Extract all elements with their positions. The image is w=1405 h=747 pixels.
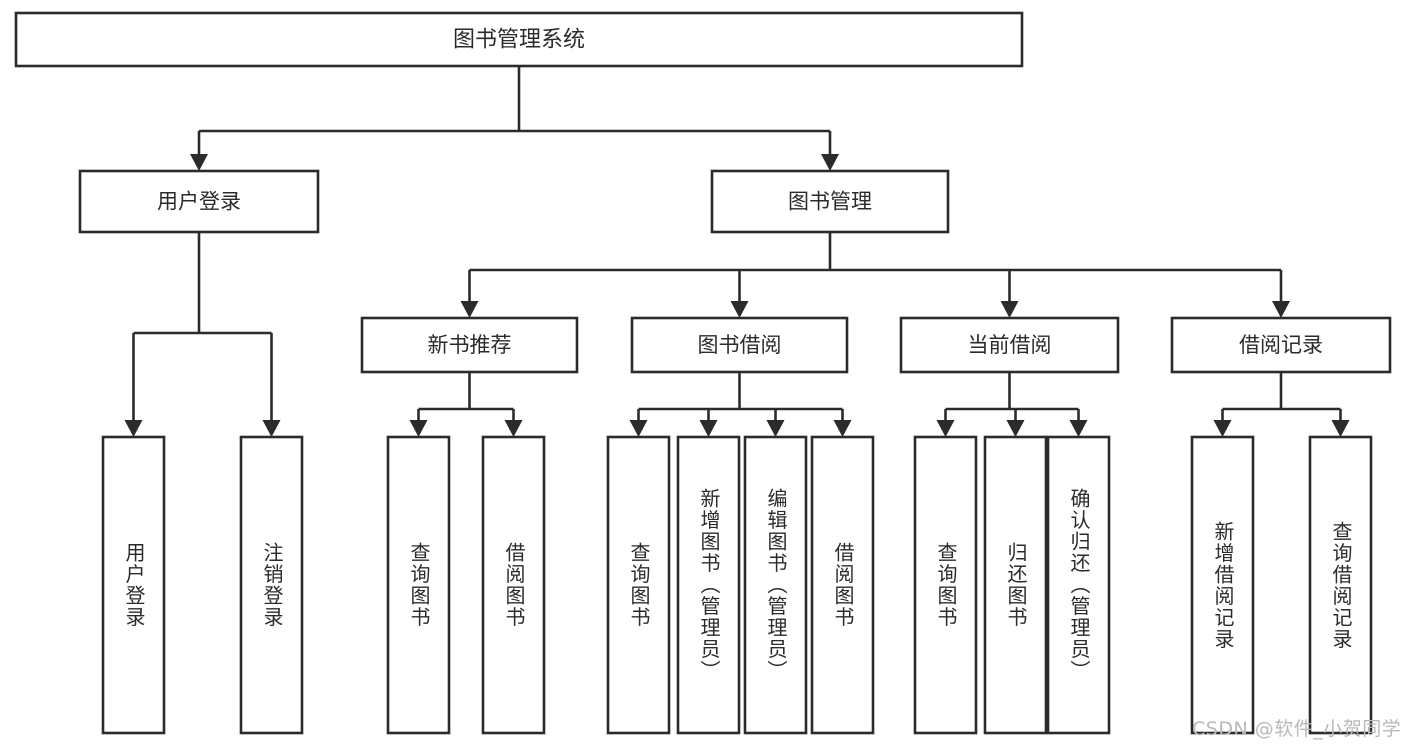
arrow-head [730,301,749,318]
connector-current-borrow-to-leaves [936,372,1088,437]
arrow-head [1331,420,1350,437]
node-box-leaf-borrow-book-2[interactable] [810,435,875,735]
node-leaf-query-book-1[interactable] [386,435,451,735]
node-box-leaf-user-login[interactable] [101,435,166,735]
watermark-credit: CSDN @软件_小贺同学 [1192,718,1402,740]
arrow-head [1213,420,1232,437]
arrow-head [936,420,955,437]
node-box-root[interactable] [14,11,1024,68]
node-label-new-book-recommend: 新书推荐 [428,333,512,357]
node-book-borrow[interactable]: 图书借阅 [630,316,849,374]
node-leaf-user-login[interactable] [101,435,166,735]
node-box-book-manage[interactable] [710,169,950,234]
arrow-head [504,420,523,437]
node-leaf-query-book-3[interactable] [913,435,978,735]
arrow-head [766,420,785,437]
node-leaf-borrow-book-2[interactable] [810,435,875,735]
node-new-book-recommend[interactable]: 新书推荐 [360,316,579,374]
node-label-borrow-record: 借阅记录 [1239,333,1323,357]
node-box-leaf-confirm-return[interactable] [1046,435,1111,735]
node-box-leaf-query-book-2[interactable] [606,435,671,735]
node-borrow-record[interactable]: 借阅记录 [1170,316,1392,374]
node-box-leaf-add-book[interactable] [676,435,741,735]
node-leaf-query-book-2[interactable] [606,435,671,735]
node-leaf-return-book[interactable] [983,435,1048,735]
node-box-new-book-recommend[interactable] [360,316,579,374]
node-box-leaf-add-borrow-record[interactable] [1190,435,1255,735]
arrow-head [1069,420,1088,437]
node-leaf-user-logout[interactable] [239,435,304,735]
node-label-book-manage: 图书管理 [788,190,872,214]
connector-new-book-recommend-to-leaves [409,372,523,437]
arrow-head [124,420,143,437]
connector-book-borrow-to-leaves [629,372,852,437]
node-root[interactable]: 图书管理系统 [14,11,1024,68]
edge-layer [124,66,1350,437]
connector-borrow-record-to-leaves [1213,372,1350,437]
arrow-head [262,420,281,437]
node-box-leaf-query-borrow-record[interactable] [1308,435,1373,735]
arrow-head [1000,301,1019,318]
node-leaf-confirm-return[interactable] [1046,435,1111,735]
arrow-head [833,420,852,437]
node-box-current-borrow[interactable] [899,316,1120,374]
node-box-leaf-borrow-book-1[interactable] [481,435,546,735]
node-user-login[interactable]: 用户登录 [78,169,320,234]
connector-user-login-to-leaves [124,232,281,437]
node-label-current-borrow: 当前借阅 [968,333,1052,357]
arrow-head [409,420,428,437]
arrow-head [190,154,208,171]
node-box-user-login[interactable] [78,169,320,234]
connector-root-to-level2 [190,66,839,171]
node-leaf-add-book[interactable] [676,435,741,735]
node-box-leaf-user-logout[interactable] [239,435,304,735]
node-leaf-edit-book[interactable] [743,435,808,735]
node-label-user-login: 用户登录 [157,190,241,214]
node-box-leaf-return-book[interactable] [983,435,1048,735]
node-box-leaf-query-book-1[interactable] [386,435,451,735]
node-label-root: 图书管理系统 [453,28,585,53]
node-box-leaf-query-book-3[interactable] [913,435,978,735]
node-current-borrow[interactable]: 当前借阅 [899,316,1120,374]
node-box-leaf-edit-book[interactable] [743,435,808,735]
arrow-head [1272,301,1290,318]
arrow-head [821,154,839,171]
node-leaf-borrow-book-1[interactable] [481,435,546,735]
node-book-manage[interactable]: 图书管理 [710,169,950,234]
node-leaf-add-borrow-record[interactable] [1190,435,1255,735]
node-leaf-query-borrow-record[interactable] [1308,435,1373,735]
node-box-borrow-record[interactable] [1170,316,1392,374]
node-label-book-borrow: 图书借阅 [698,333,782,357]
node-box-book-borrow[interactable] [630,316,849,374]
arrow-head [460,301,479,318]
arrow-head [629,420,648,437]
arrow-head [1006,420,1025,437]
connector-book-manage-to-level3 [460,232,1290,318]
arrow-head [699,420,718,437]
